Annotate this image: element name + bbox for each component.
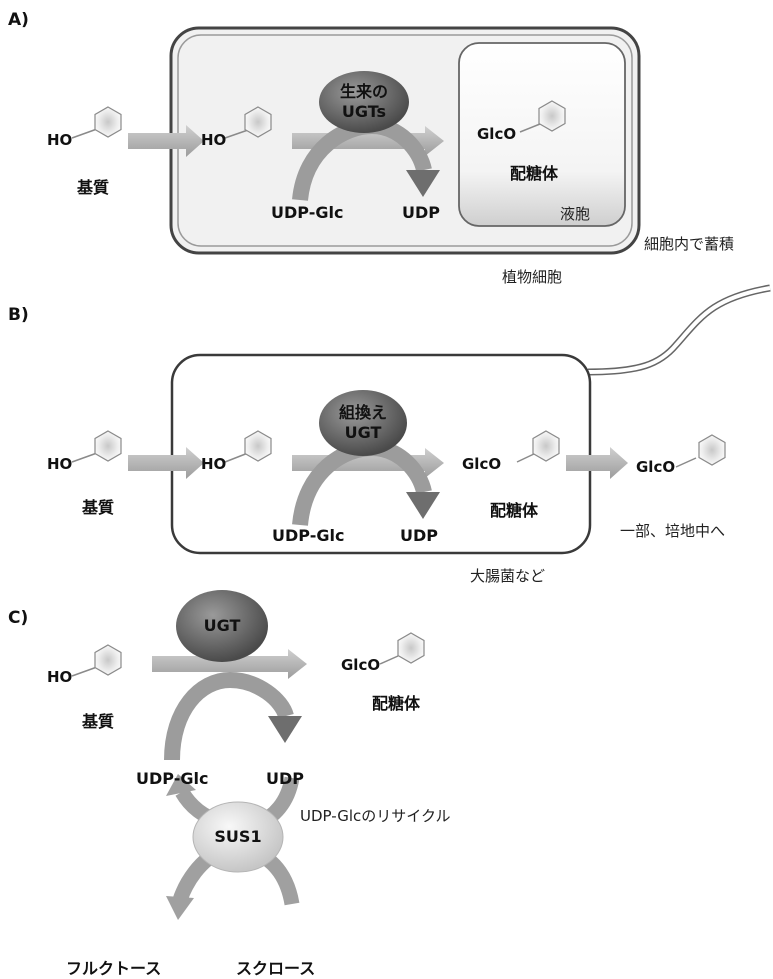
substrate-ho-b: HO — [47, 455, 73, 473]
enzyme-sus1 — [192, 801, 284, 873]
glco-b-inner: GlcO — [462, 455, 502, 473]
export-arrow-b — [566, 447, 628, 479]
glycoside-c: 配糖体 — [372, 694, 421, 713]
sus1-label: SUS1 — [214, 827, 262, 846]
reaction-arrow-c — [152, 649, 307, 679]
enzyme-label-a: 生来の UGTs — [322, 82, 406, 122]
recycle-label: UDP-Glcのリサイクル — [300, 807, 451, 825]
substrate-ho-c: HO — [47, 668, 73, 686]
glycoside-b: 配糖体 — [490, 501, 539, 520]
enzyme-recombinant-ugt — [319, 390, 407, 456]
cofactor-arrow-c — [164, 671, 294, 761]
udp-b: UDP — [400, 526, 438, 545]
enzyme-label-a-line2: UGTs — [341, 102, 387, 121]
ecoli-label: 大腸菌など — [470, 567, 546, 585]
medium-label: 一部、培地中へ — [620, 522, 726, 540]
inner-ho-a: HO — [201, 131, 227, 149]
enzyme-label-a-line1: 生来の — [339, 82, 388, 101]
hexagon-molecule-icon — [94, 430, 122, 462]
entry-arrow-a — [128, 125, 204, 157]
panel-label-a: A) — [8, 10, 29, 30]
panel-label-c: C) — [8, 608, 29, 628]
udp-glc-b: UDP-Glc — [272, 526, 345, 545]
substrate-ho-a: HO — [47, 131, 73, 149]
udp-c: UDP — [266, 769, 304, 788]
udp-a: UDP — [402, 203, 440, 222]
vacuole — [458, 42, 626, 227]
glco-b-outer: GlcO — [636, 458, 676, 476]
substrate-label-b: 基質 — [82, 498, 115, 517]
glco-c: GlcO — [341, 656, 381, 674]
fructose-label: フルクトース — [66, 959, 162, 978]
substrate-label-a: 基質 — [77, 178, 110, 197]
glco-a: GlcO — [477, 125, 517, 143]
sucrose-label: スクロース — [236, 959, 316, 978]
inner-ho-b: HO — [201, 455, 227, 473]
enzyme-label-c: UGT — [203, 616, 241, 635]
enzyme-label-b-line2: UGT — [344, 423, 382, 442]
enzyme-ugt — [176, 590, 268, 662]
glycoside-a: 配糖体 — [510, 164, 559, 183]
hexagon-molecule-icon — [94, 106, 122, 138]
hexagon-molecule-icon — [94, 644, 122, 676]
panel-label-b: B) — [8, 305, 29, 325]
enzyme-native-ugts — [319, 71, 409, 133]
enzyme-label-b-line1: 組換え — [338, 403, 387, 422]
plant-cell-label: 植物細胞 — [502, 268, 563, 286]
udp-glc-a: UDP-Glc — [271, 203, 344, 222]
flagellum — [587, 284, 771, 376]
hexagon-molecule-icon — [397, 632, 425, 664]
vacuole-label: 液胞 — [560, 205, 591, 223]
hexagon-molecule-icon — [698, 434, 726, 466]
accumulate-label: 細胞内で蓄積 — [644, 235, 735, 253]
enzyme-label-b: 組換え UGT — [321, 403, 405, 443]
udp-glc-c: UDP-Glc — [136, 769, 209, 788]
entry-arrow-b — [128, 447, 204, 479]
substrate-label-c: 基質 — [82, 712, 115, 731]
